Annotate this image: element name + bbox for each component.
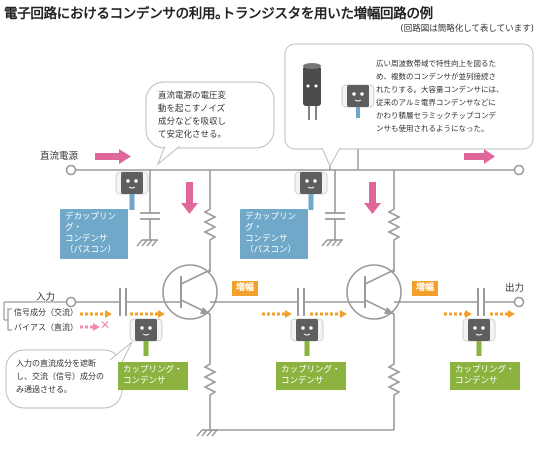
dc-flow-arrow-right <box>464 149 495 164</box>
bubble-line: 従来のアルミ電界コンデンサなどに <box>376 98 496 107</box>
box-text: コンデンサ <box>281 376 324 386</box>
mlcc-character-icon <box>290 318 324 356</box>
dc-flow-arrow-left <box>95 149 131 164</box>
bubble-line: れたりする。大容量コンデンサには、 <box>376 85 504 94</box>
mlcc-character-icon <box>129 318 163 356</box>
pink-down-arrow-1 <box>181 182 198 214</box>
box-text: コンデンサ <box>245 234 288 244</box>
bubble-line: 広い周波数帯域で特性向上を図るた <box>376 59 496 68</box>
amplify-tag-2: 増幅 <box>412 281 439 296</box>
coupling-capacitor-box-3: カップリング・ コンデンサ <box>450 362 520 390</box>
resistor-symbol <box>204 204 216 245</box>
coupling-capacitor-box-1: カップリング・ コンデンサ <box>118 362 188 390</box>
pink-down-arrow-2 <box>364 182 381 214</box>
box-text: カップリング・ <box>123 365 183 375</box>
box-text: （パスコン） <box>65 245 117 255</box>
input-label: 入力 <box>36 292 56 303</box>
box-text: コンデンサ <box>455 376 498 386</box>
bubble-line: み通過させる。 <box>16 385 72 394</box>
box-text: コンデンサ <box>65 234 108 244</box>
coupling-capacitor-box-2: カップリング・ コンデンサ <box>276 362 346 390</box>
small-mlcc-character-icon <box>341 84 375 118</box>
bubble-line: て安定化させる。 <box>158 130 227 140</box>
mlcc-character-icon <box>462 318 496 356</box>
bias-component-label: バイアス（直流） <box>14 323 78 332</box>
decoupling-capacitor-box-2: デカップリング・ コンデンサ （パスコン） <box>240 209 308 259</box>
box-text: （パスコン） <box>245 245 297 255</box>
bubble-line: ンサも使用されるようになった。 <box>376 124 489 133</box>
electrolytic-capacitor-character-icon <box>303 63 321 120</box>
bubble-line: 入力の直流成分を遮断 <box>16 359 96 368</box>
bubble-line: 動を起こすノイズ <box>158 104 226 114</box>
box-text: コンデンサ <box>123 376 166 386</box>
bubble-line: め、複数のコンデンサが並列接続さ <box>376 72 496 81</box>
output-terminal <box>513 296 525 308</box>
box-text: デカップリング・ <box>245 212 297 233</box>
box-text: カップリング・ <box>281 365 341 375</box>
decoupling-bubble-text: 直流電源の電圧変 動を起こすノイズ 成分などを吸収し て安定化させる。 <box>158 90 226 142</box>
dc-power-label: 直流電源 <box>40 151 79 162</box>
amplify-tag-1: 増幅 <box>232 281 259 296</box>
dc-terminal-right <box>513 164 525 176</box>
page-title: 電子回路におけるコンデンサの利用｡トランジスタを用いた増幅回路の例 <box>4 6 433 22</box>
mlcc-character-icon <box>294 171 328 210</box>
dc-terminal-left <box>65 164 77 176</box>
box-text: デカップリング・ <box>65 212 117 233</box>
block-x-icon: ✕ <box>100 318 111 332</box>
bubble-line: 直流電源の電圧変 <box>158 91 227 101</box>
signal-component-label: 信号成分（交流） <box>14 308 78 317</box>
ground-symbol <box>136 239 159 247</box>
bubble-line: かわり積層セラミックチップコンデ <box>376 111 496 120</box>
bubble-line: し、交流（信号）成分の <box>16 372 104 381</box>
coupling-bubble-text: 入力の直流成分を遮断 し、交流（信号）成分の み通過させる。 <box>16 357 104 396</box>
mlcc-character-icon <box>115 171 149 210</box>
simplified-note: (回路図は簡略化して表しています) <box>400 24 534 34</box>
output-label: 出力 <box>505 283 525 294</box>
bubble-parallel-shape <box>284 43 534 168</box>
input-terminal <box>65 296 77 308</box>
parallel-bubble-text: 広い周波数帯域で特性向上を図るた め、複数のコンデンサが並列接続さ れたりする。… <box>376 57 504 135</box>
decoupling-capacitor-box-1: デカップリング・ コンデンサ （パスコン） <box>60 209 128 259</box>
bubble-decoupling-shape <box>145 81 275 166</box>
box-text: カップリング・ <box>455 365 515 375</box>
bubble-line: 成分などを吸収し <box>158 117 227 127</box>
transistor-symbol <box>162 264 218 320</box>
